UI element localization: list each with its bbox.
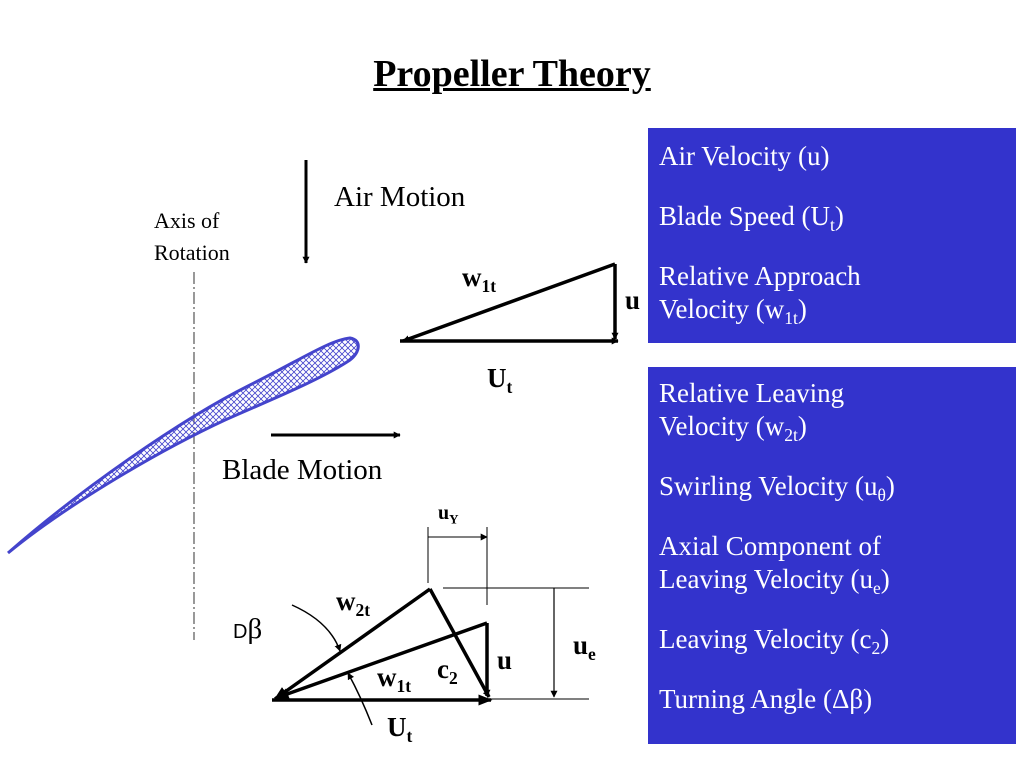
blade-motion-label: Blade Motion xyxy=(222,454,383,486)
c2-label: c2 xyxy=(437,654,458,689)
legend-air-velocity: Air Velocity (u) xyxy=(659,141,830,171)
legend-blade-speed: Blade Speed (Ut) xyxy=(659,201,844,236)
page-title: Propeller Theory xyxy=(373,53,651,95)
u-lower-label: u xyxy=(497,645,513,675)
w2t-label: w2t xyxy=(336,586,371,621)
vector-w2t xyxy=(273,587,432,701)
legend-relative-approach: Relative Approach Velocity (w1t) xyxy=(659,261,861,329)
airfoil-blade xyxy=(7,336,360,555)
u-upper-label: u xyxy=(625,285,641,315)
axis-of-label: Axis of xyxy=(154,208,220,233)
rotation-label: Rotation xyxy=(154,240,230,265)
legend-swirling-velocity: Swirling Velocity (uθ) xyxy=(659,471,895,506)
Ut-upper-label: Ut xyxy=(487,363,513,398)
legend-axial-component: Axial Component of Leaving Velocity (ue) xyxy=(659,531,890,599)
delta-beta-arc-lower xyxy=(347,672,373,726)
legend-turning-angle: Turning Angle (Δβ) xyxy=(659,684,873,714)
leaving-legend-box: Relative Leaving Velocity (w2t) Swirling… xyxy=(648,367,1016,744)
approach-legend-box: Air Velocity (u) Blade Speed (Ut) Relati… xyxy=(648,128,1016,343)
delta-beta-arc-upper xyxy=(291,604,342,652)
legend-leaving-velocity: Leaving Velocity (c2) xyxy=(659,624,890,659)
legend-relative-leaving: Relative Leaving Velocity (w2t) xyxy=(659,378,845,446)
Ut-lower-label: Ut xyxy=(387,712,413,747)
w1t-upper-label: w1t xyxy=(462,262,497,297)
air-motion-label: Air Motion xyxy=(334,181,466,213)
vector-w1t-upper xyxy=(402,262,616,343)
uY-label: uY xyxy=(438,502,459,527)
delta-beta-label: Dβ xyxy=(233,613,263,645)
vector-c2 xyxy=(428,588,491,698)
ue-label: ue xyxy=(573,630,596,665)
vector-w1t-lower xyxy=(274,621,488,700)
w1t-lower-label: w1t xyxy=(377,662,412,697)
